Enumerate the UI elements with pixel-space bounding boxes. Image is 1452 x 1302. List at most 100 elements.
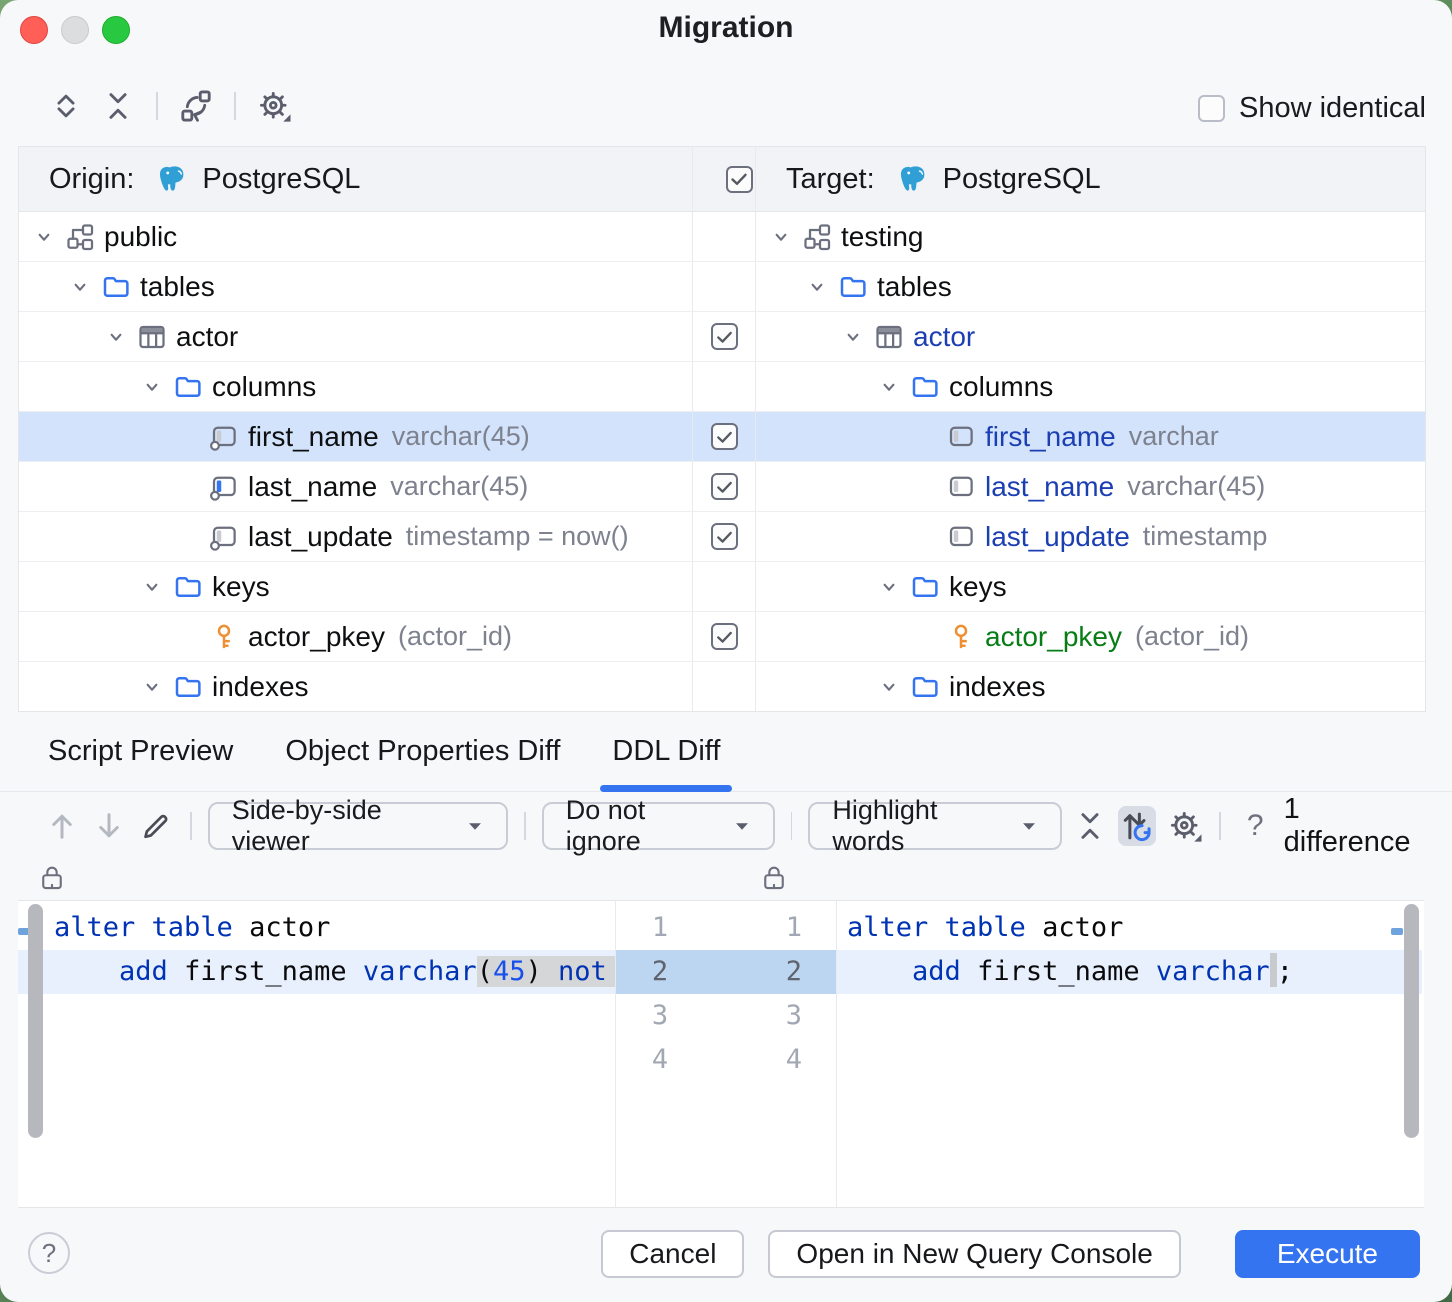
code-token xyxy=(847,956,912,987)
target-tree-cell[interactable]: testing xyxy=(756,212,1425,261)
tab-script-preview[interactable]: Script Preview xyxy=(48,735,234,767)
right-scrollbar[interactable] xyxy=(1404,904,1419,1138)
tab-object-properties-diff[interactable]: Object Properties Diff xyxy=(285,735,561,767)
chevron-down-icon[interactable] xyxy=(139,674,165,700)
origin-code-pane[interactable]: alter table actor add first_name varchar… xyxy=(18,901,615,1207)
show-identical-toggle[interactable]: Show identical xyxy=(1198,92,1426,125)
chevron-down-icon[interactable] xyxy=(139,574,165,600)
column-dot-icon xyxy=(209,522,239,552)
chevron-down-icon[interactable] xyxy=(103,324,129,350)
origin-header: Origin: PostgreSQL xyxy=(19,147,693,211)
zoom-button[interactable] xyxy=(102,16,130,44)
tree-item-label: indexes xyxy=(949,670,1046,702)
chevron-down-icon[interactable] xyxy=(804,274,830,300)
code-token: ( xyxy=(476,956,493,987)
code-line xyxy=(18,994,615,1038)
row-checkbox-cell xyxy=(693,412,756,461)
ignore-policy-dropdown[interactable]: Do not ignore xyxy=(541,795,775,856)
toolbar-separator xyxy=(790,812,793,840)
row-checkbox[interactable] xyxy=(710,323,738,350)
row-checkbox-cell xyxy=(693,562,756,611)
origin-tree-cell[interactable]: columns xyxy=(19,362,693,411)
target-tree-cell[interactable]: actor xyxy=(756,312,1425,361)
select-all-checkbox[interactable] xyxy=(725,165,753,193)
tree-item-label: tables xyxy=(140,270,215,302)
origin-tree-cell[interactable]: keys xyxy=(19,562,693,611)
tree-item-type: (actor_id) xyxy=(1134,621,1250,651)
tree-row-tables[interactable]: tables tables xyxy=(19,262,1425,312)
collapse-all-button[interactable] xyxy=(98,86,138,126)
cancel-button[interactable]: Cancel xyxy=(601,1230,745,1278)
tree-row-columns[interactable]: columns columns xyxy=(19,362,1425,412)
target-tree-cell[interactable]: keys xyxy=(756,562,1425,611)
schema-icon xyxy=(65,222,95,252)
origin-tree-cell[interactable]: actor_pkey(actor_id) xyxy=(19,612,693,661)
diff-marker xyxy=(1391,928,1403,935)
chevron-down-icon[interactable] xyxy=(31,224,57,250)
open-query-console-button[interactable]: Open in New Query Console xyxy=(768,1230,1181,1278)
origin-tree-cell[interactable]: public xyxy=(19,212,693,261)
settings-button[interactable] xyxy=(254,86,294,126)
tree-row-actor[interactable]: actor actor xyxy=(19,312,1425,362)
left-scrollbar[interactable] xyxy=(28,904,43,1138)
lock-icon xyxy=(38,862,66,892)
tree-row-public[interactable]: public testing xyxy=(19,212,1425,262)
diff-help-button[interactable]: ? xyxy=(1237,806,1274,846)
chevron-down-icon[interactable] xyxy=(876,574,902,600)
sync-scrolling-button[interactable] xyxy=(1118,806,1157,846)
chevron-down-icon[interactable] xyxy=(876,674,902,700)
row-checkbox[interactable] xyxy=(710,623,738,650)
chevron-down-icon[interactable] xyxy=(840,324,866,350)
origin-tree-cell[interactable]: actor xyxy=(19,312,693,361)
execute-button[interactable]: Execute xyxy=(1234,1230,1420,1278)
edit-button[interactable] xyxy=(137,806,174,846)
target-code-pane[interactable]: alter table actor add first_name varchar… xyxy=(837,901,1422,1207)
diff-settings-button[interactable] xyxy=(1166,806,1203,846)
previous-difference-button[interactable] xyxy=(44,806,81,846)
chevron-down-icon[interactable] xyxy=(139,374,165,400)
next-difference-button[interactable] xyxy=(91,806,128,846)
show-identical-label: Show identical xyxy=(1239,92,1426,124)
expand-all-button[interactable] xyxy=(46,86,86,126)
tab-ddl-diff[interactable]: DDL Diff xyxy=(600,712,733,792)
tree-row-keys[interactable]: keys keys xyxy=(19,562,1425,612)
row-checkbox-cell xyxy=(693,462,756,511)
show-identical-checkbox[interactable] xyxy=(1198,95,1225,122)
origin-tree-cell[interactable]: indexes xyxy=(19,662,693,711)
row-checkbox[interactable] xyxy=(710,473,738,500)
tree-row-indexes[interactable]: indexes indexes xyxy=(19,662,1425,711)
chevron-down-icon[interactable] xyxy=(768,224,794,250)
close-button[interactable] xyxy=(20,16,48,44)
collapse-unchanged-button[interactable] xyxy=(1072,806,1109,846)
target-tree-cell[interactable]: actor_pkey(actor_id) xyxy=(756,612,1425,661)
code-token: 45 xyxy=(492,956,526,987)
compare-toolbar xyxy=(46,82,294,130)
chevron-down-icon[interactable] xyxy=(876,374,902,400)
target-tree-cell[interactable]: indexes xyxy=(756,662,1425,711)
origin-tree-cell[interactable]: tables xyxy=(19,262,693,311)
target-tree-cell[interactable]: columns xyxy=(756,362,1425,411)
tree-row-actor_pkey[interactable]: actor_pkey(actor_id) actor_pkey(actor_id) xyxy=(19,612,1425,662)
row-checkbox[interactable] xyxy=(710,523,738,550)
chevron-down-icon[interactable] xyxy=(67,274,93,300)
refresh-button[interactable] xyxy=(176,86,216,126)
highlight-mode-dropdown[interactable]: Highlight words xyxy=(808,795,1062,856)
minimize-button[interactable] xyxy=(61,16,89,44)
folder-icon xyxy=(910,672,940,702)
target-tree-cell[interactable]: tables xyxy=(756,262,1425,311)
viewer-mode-dropdown[interactable]: Side-by-side viewer xyxy=(207,795,508,856)
row-checkbox[interactable] xyxy=(710,423,738,450)
line-number: 3 xyxy=(785,1000,802,1031)
help-button[interactable]: ? xyxy=(28,1232,70,1274)
window-title: Migration xyxy=(658,11,794,44)
